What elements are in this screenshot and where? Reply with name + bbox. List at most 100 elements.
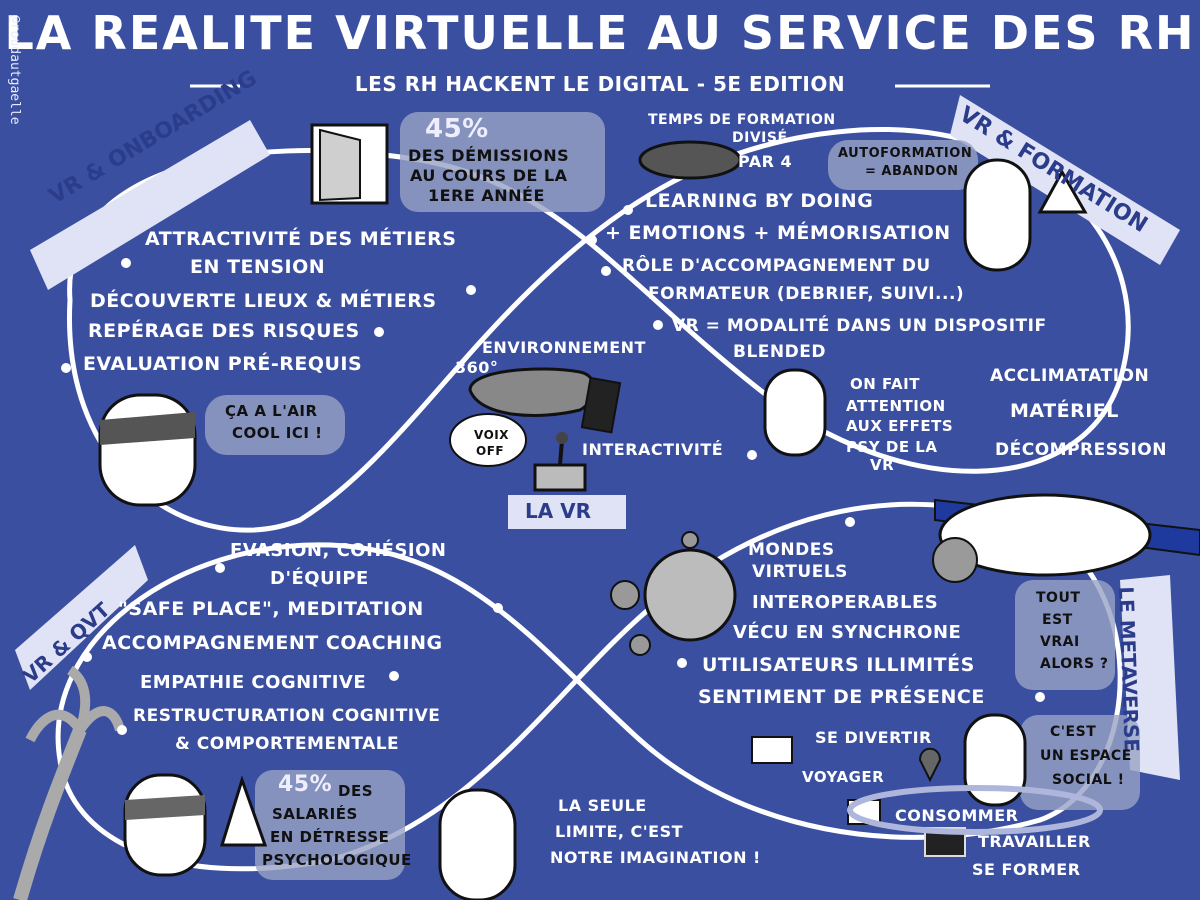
character-qvt [123,773,207,877]
activity-divertir: SE DIVERTIR [815,728,932,747]
character-onboarding [98,393,197,507]
metaverse-social-line-2: UN ESPACE [1040,748,1132,764]
metaverse-question-line-1: TOUT [1036,590,1081,606]
qvt-point-7: & COMPORTEMENTALE [175,734,400,754]
metaverse-point-6: SENTIMENT DE PRÉSENCE [698,686,985,708]
vr-headset-icon [468,367,622,434]
attention-line-4: PSY DE LA [846,438,938,456]
onboarding-bubble-line-2: COOL ICI ! [232,424,323,442]
orbit-ring [847,785,1103,835]
location-pin-icon [918,747,942,783]
palm-tree-icon [13,665,125,900]
metaverse-question-line-4: ALORS ? [1040,656,1109,672]
attention-line-1: ON FAIT [850,375,920,393]
activity-consommer: CONSOMMER [895,806,1019,825]
qvt-point-4: ACCOMPAGNEMENT COACHING [102,632,443,654]
author-credit: @roudautgaelle [7,15,22,125]
quote-line-3: NOTRE IMAGINATION ! [550,848,761,867]
character-formation [963,158,1032,272]
metaverse-point-1: MONDES [748,540,835,560]
metaverse-question-line-2: EST [1042,612,1073,628]
voice-bubble-line-1: VOIX [474,428,509,442]
attention-line-5: VR [870,456,895,474]
qvt-point-1: EVASION, COHÉSION [230,540,447,561]
airplane-icon [932,493,1200,583]
metaverse-point-2: VIRTUELS [752,562,848,582]
warning-icon-formation [1037,168,1088,214]
lower-infinity-loop [55,501,1123,872]
speech-bubble-cool-bg [205,395,345,455]
metaverse-question-line-3: VRAI [1040,634,1080,650]
formation-point-5: VR = MODALITÉ DANS UN DISPOSITIF [672,316,1047,336]
qvt-stat-line-3: EN DÉTRESSE [270,828,390,846]
qvt-point-5: EMPATHIE COGNITIVE [140,672,367,693]
character-imagination [438,788,517,900]
warning-icon-qvt [219,775,268,847]
center-environment-line-2: 360° [455,358,499,377]
voice-bubble-line-2: OFF [476,444,505,458]
onboarding-stat-value: 45% [425,114,489,144]
joystick-icon [533,432,587,492]
onboarding-point-3: DÉCOUVERTE LIEUX & MÉTIERS [90,290,437,312]
decorative-stars [61,205,1045,735]
banner-qvt [15,545,148,690]
attention-line-2: ATTENTION [846,397,946,415]
vr-mask-icon [638,140,742,180]
onboarding-stat-line-1: DES DÉMISSIONS [408,146,570,165]
onboarding-stat-line-3: 1ERE ANNÉE [428,186,545,205]
metaverse-point-4: VÉCU EN SYNCHRONE [733,622,962,643]
stat-box-qvt [255,770,405,880]
metaverse-point-5: UTILISATEURS ILLIMITÉS [702,654,975,676]
formation-autoformation-line-2: = ABANDON [865,164,959,179]
center-interactivity: INTERACTIVITÉ [582,440,724,459]
qvt-stat-value: 45% [278,772,333,797]
qvt-point-3: "SAFE PLACE", MEDITATION [118,598,424,620]
formation-point-4: FORMATEUR (DEBRIEF, SUIVI...) [648,284,965,304]
door-icon [310,123,389,205]
page-subtitle: LES RH HACKENT LE DIGITAL - 5E EDITION [354,72,846,96]
onboarding-point-5: EVALUATION PRÉ-REQUIS [83,353,363,375]
character-metaverse [963,713,1027,807]
formation-point-6: BLENDED [733,342,826,362]
formation-point-3: RÔLE D'ACCOMPAGNEMENT DU [622,256,931,276]
quote-line-1: LA SEULE [558,796,647,815]
qvt-stat-line-1: DES [338,782,374,800]
onboarding-stat-line-2: AU COURS DE LA [410,166,568,185]
center-environment-line-1: ENVIRONNEMENT [482,338,646,357]
formation-point-1: LEARNING BY DOING [645,190,874,212]
onboarding-point-2: EN TENSION [190,256,326,278]
formation-autoformation-line-1: AUTOFORMATION [838,146,973,161]
qvt-point-6: RESTRUCTURATION COGNITIVE [133,706,441,726]
formation-time-line-2: DIVISÉ [732,130,788,146]
character-attention [763,368,827,457]
attention-line-3: AUX EFFETS [846,417,954,435]
qvt-point-2: D'ÉQUIPE [270,568,369,589]
activity-voyager: VOYAGER [802,768,885,786]
stat-box-onboarding [400,112,605,212]
effect-materiel: MATÉRIEL [1010,400,1119,422]
quote-line-2: LIMITE, C'EST [555,822,684,841]
speech-bubble-question-bg [1015,580,1115,690]
page-title: LA REALITE VIRTUELLE AU SERVICE DES RH [4,6,1196,60]
speech-bubble-autoformation-bg [828,140,978,190]
effect-acclimatation: ACCLIMATATION [990,366,1150,386]
metaverse-social-line-3: SOCIAL ! [1052,772,1125,788]
qvt-stat-line-2: SALARIÉS [272,805,358,823]
activity-travailler: TRAVAILLER [978,832,1091,851]
globe-icon [610,531,737,656]
activity-former: SE FORMER [972,860,1081,879]
onboarding-point-1: ATTRACTIVITÉ DES MÉTIERS [145,228,457,250]
qvt-stat-line-4: PSYCHOLOGIQUE [262,851,412,869]
voice-bubble-icon [449,413,527,467]
effect-decompression: DÉCOMPRESSION [995,440,1167,460]
speech-bubble-social-bg [1020,715,1140,810]
formation-point-2: + EMOTIONS + MÉMORISATION [605,222,951,244]
formation-time-line-3: PAR 4 [738,152,793,171]
banner-onboarding [30,120,270,290]
metaverse-social-line-1: C'EST [1050,724,1097,740]
banner-center [508,495,626,529]
dice-icon [751,736,793,764]
metaverse-point-3: INTEROPERABLES [752,592,939,613]
onboarding-bubble-line-1: ÇA A L'AIR [225,402,318,420]
